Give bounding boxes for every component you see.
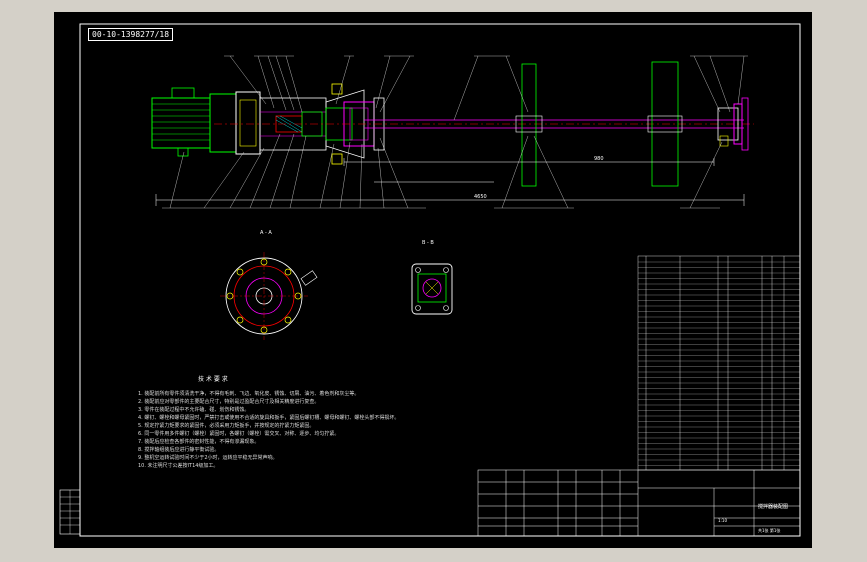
- section-a-view: [220, 252, 318, 340]
- parts-list-rows: [638, 261, 800, 466]
- leader-lines-top: [224, 55, 748, 121]
- sheet-count: 共1张 第1张: [758, 527, 780, 533]
- note-line: 8. 搅拌轴组装后应进行静平衡试验。: [138, 447, 220, 453]
- note-line: 5. 规定拧紧力矩要求的紧固件，必须采用力矩扳手，并按规定的拧紧力矩紧固。: [138, 423, 315, 429]
- section-b-label: B - B: [422, 240, 434, 246]
- leader-lines-bottom: [162, 133, 723, 209]
- dimension-lines: [155, 158, 745, 206]
- section-a-label: A - A: [260, 230, 272, 236]
- parts-list-table: [637, 255, 801, 471]
- agitator-shaft: [214, 119, 754, 129]
- note-line: 4. 螺钉、螺栓和螺母紧固时，严禁打击或使用不合适的旋具和扳手，紧固后螺钉槽、螺…: [138, 415, 400, 421]
- note-line: 7. 装配后应检查各部件的密封性能，不得有渗漏现象。: [138, 439, 260, 445]
- section-b-view: [411, 263, 453, 315]
- note-line: 2. 装配前应对零部件的主要配合尺寸，特别是过盈配合尺寸及相关精度进行复查。: [138, 399, 320, 405]
- impeller-2: [647, 61, 683, 187]
- overall-length-dimension: 4650: [474, 194, 487, 200]
- notes-heading: 技 术 要 求: [198, 376, 228, 383]
- motor: [151, 87, 237, 157]
- note-line: 1. 装配前所有零件须清洗干净，不得有毛刺、飞边、氧化皮、锈蚀、切屑、油污、着色…: [138, 391, 360, 397]
- assembly-drawing: 4650 980 A - A: [59, 23, 801, 537]
- note-line: 10. 未注明尺寸公差按IT14级加工。: [138, 463, 219, 469]
- note-line: 3. 零件在装配过程中不允许磕、碰、划伤和锈蚀。: [138, 407, 250, 413]
- technical-notes: 技 术 要 求 1. 装配前所有零件须清洗干净，不得有毛刺、飞边、氧化皮、锈蚀、…: [138, 376, 478, 470]
- note-line: 9. 整机空运转试验时间不少于2小时，运转应平稳无异常声响。: [138, 455, 278, 461]
- title-block: [477, 469, 801, 537]
- impeller-1: [515, 63, 543, 187]
- drawing-tag: 00-10-1398277/18: [88, 28, 174, 41]
- inner-span-dimension: 980: [594, 156, 604, 162]
- drawing-scale: 1:10: [718, 518, 727, 523]
- drawing-name: 搅拌器装配图: [758, 503, 788, 510]
- reducer: [235, 91, 261, 155]
- binding-margin-grid: [60, 490, 80, 534]
- note-line: 6. 同一零件用多件螺钉（螺栓）紧固时，各螺钉（螺栓）需交叉、对称、逐步、均匀拧…: [138, 431, 340, 437]
- cad-viewport[interactable]: 4650 980 A - A: [54, 12, 812, 548]
